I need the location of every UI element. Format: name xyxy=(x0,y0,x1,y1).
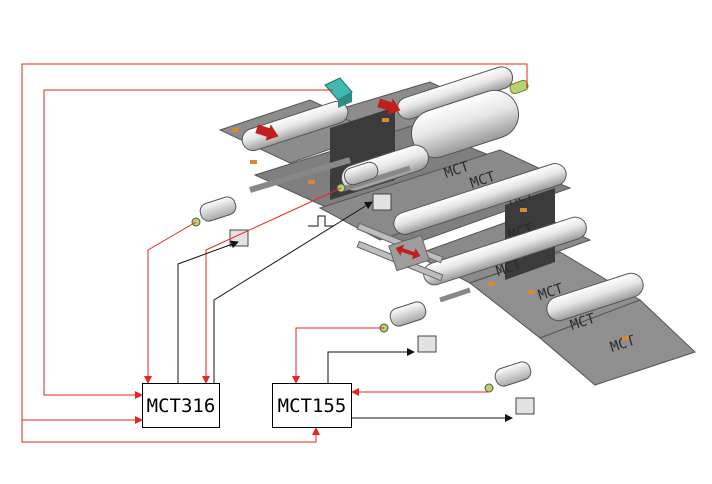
web-direction-arrow xyxy=(377,98,401,115)
signal-lines-red xyxy=(21,63,528,443)
web-direction-arrow xyxy=(255,124,279,141)
servo-motor-icon xyxy=(191,161,532,393)
web-marking: MCT xyxy=(608,333,638,356)
signal-lines-black xyxy=(177,201,513,422)
controller-mct155: MCT155 xyxy=(272,383,352,428)
square-pulse-icon xyxy=(308,215,334,227)
controller-mct155-label: MCT155 xyxy=(277,394,347,417)
dancer-arrow xyxy=(395,244,421,260)
controller-mct316: MCT316 xyxy=(142,383,220,428)
rollers xyxy=(241,66,644,322)
web-marking: MCT xyxy=(442,159,472,182)
direction-arrows xyxy=(255,98,421,260)
controller-mct316-label: MCT316 xyxy=(146,394,216,417)
photo-sensor-icon xyxy=(324,77,353,108)
